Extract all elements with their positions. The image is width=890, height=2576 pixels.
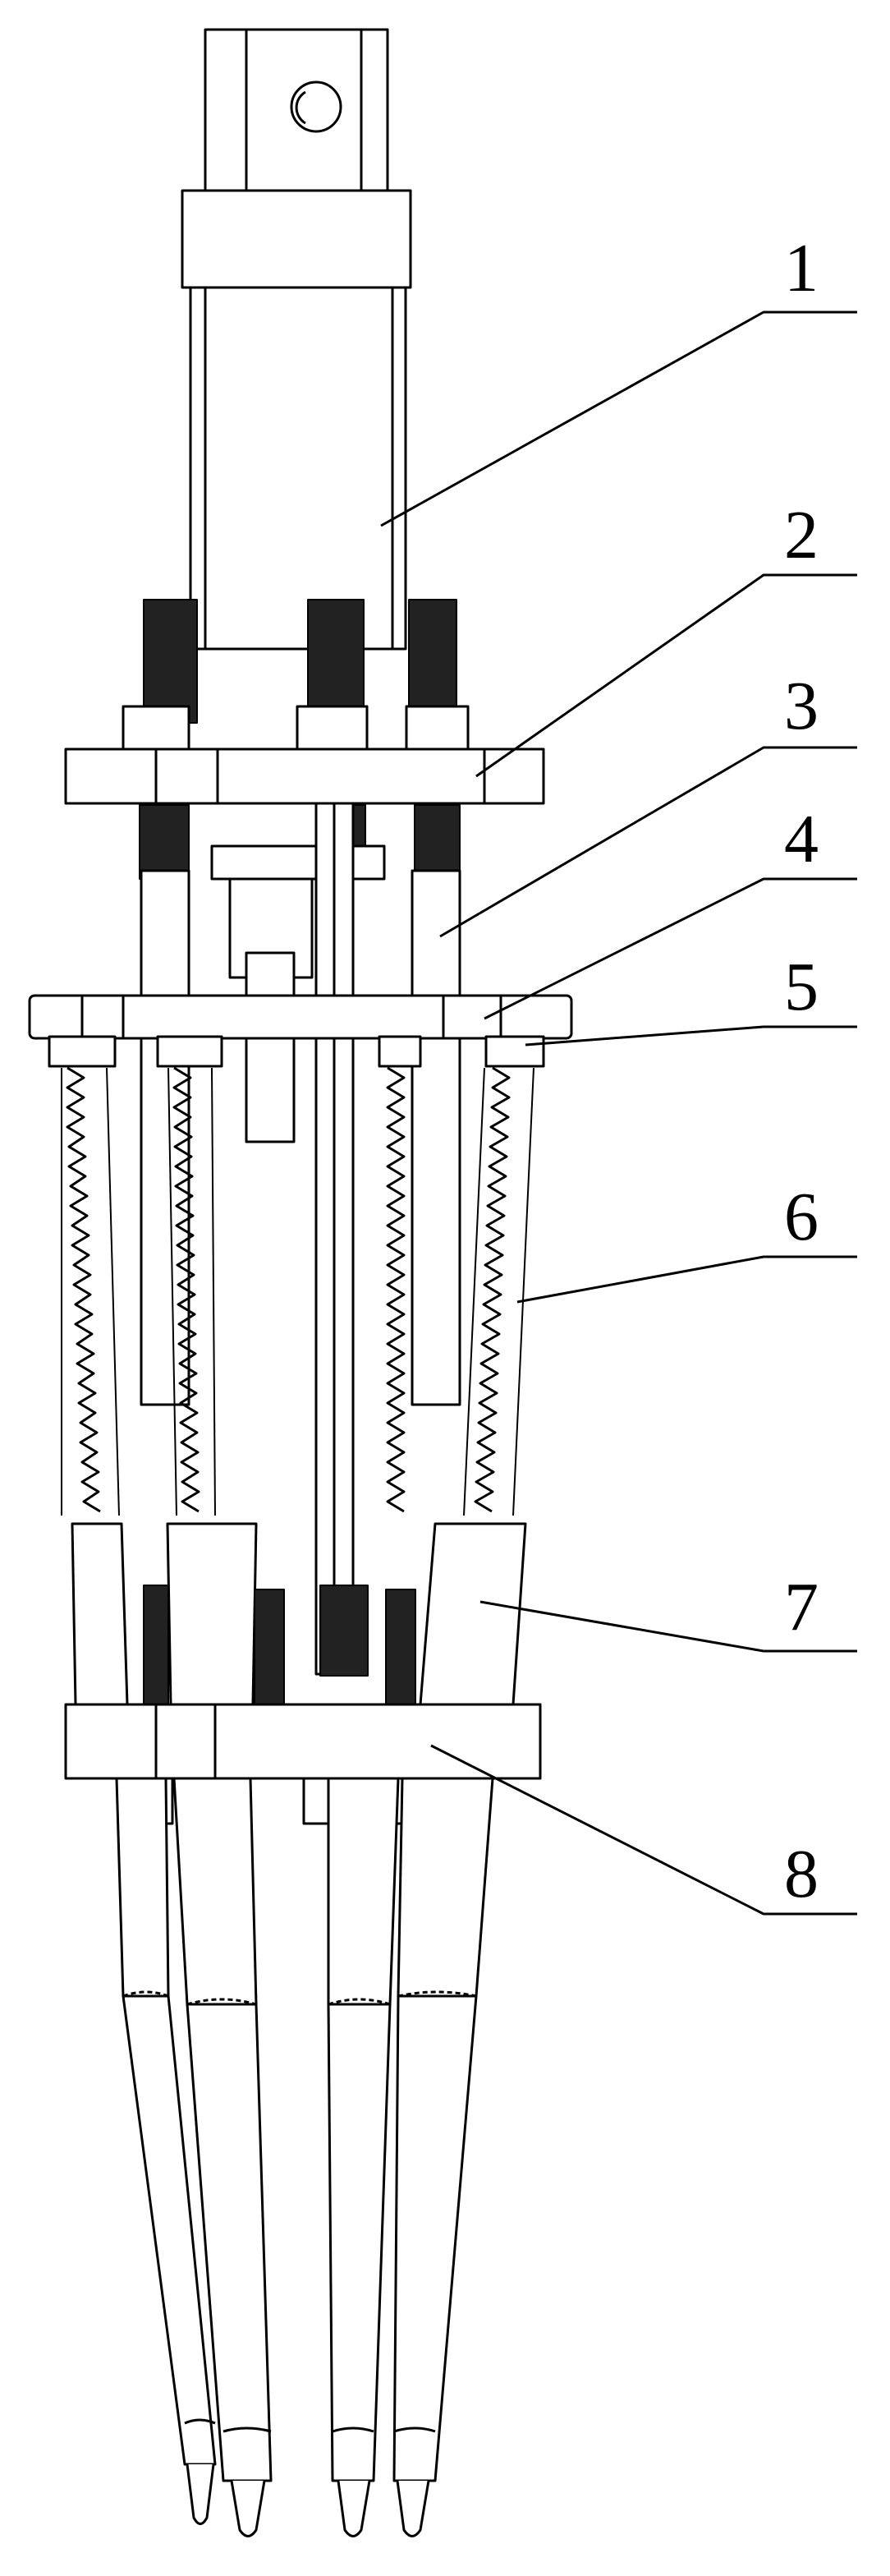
leader-3: [439, 746, 857, 938]
label-2: 2: [784, 497, 819, 573]
upper-nuts: [122, 705, 470, 752]
lower-plate: [64, 1703, 542, 1825]
springs: [61, 1066, 534, 1516]
middle-plate: [28, 994, 573, 1040]
leader-4: [484, 877, 857, 1020]
collar: [181, 189, 412, 289]
label-7: 7: [784, 1569, 819, 1645]
finger-blocks: [71, 1522, 527, 1706]
label-5: 5: [784, 949, 819, 1025]
upper-plate: [64, 748, 545, 805]
label-1: 1: [784, 230, 819, 306]
actuator-body: [189, 286, 407, 651]
label-6: 6: [784, 1179, 819, 1255]
pin-hole: [290, 80, 342, 133]
leader-2: [475, 573, 857, 778]
spring-caps: [48, 1035, 545, 1068]
guide-pillars: [140, 802, 461, 1676]
leader-5: [525, 1025, 857, 1046]
leader-7: [479, 1600, 857, 1653]
top-connector: [204, 28, 389, 194]
leader-lines: [380, 310, 857, 1916]
label-3: 3: [784, 668, 819, 744]
label-4: 4: [784, 801, 819, 877]
lower-fingers: [115, 1777, 494, 2537]
leader-1: [380, 310, 857, 527]
leader-8: [430, 1744, 857, 1916]
label-8: 8: [784, 1836, 819, 1912]
leader-6: [516, 1255, 857, 1304]
